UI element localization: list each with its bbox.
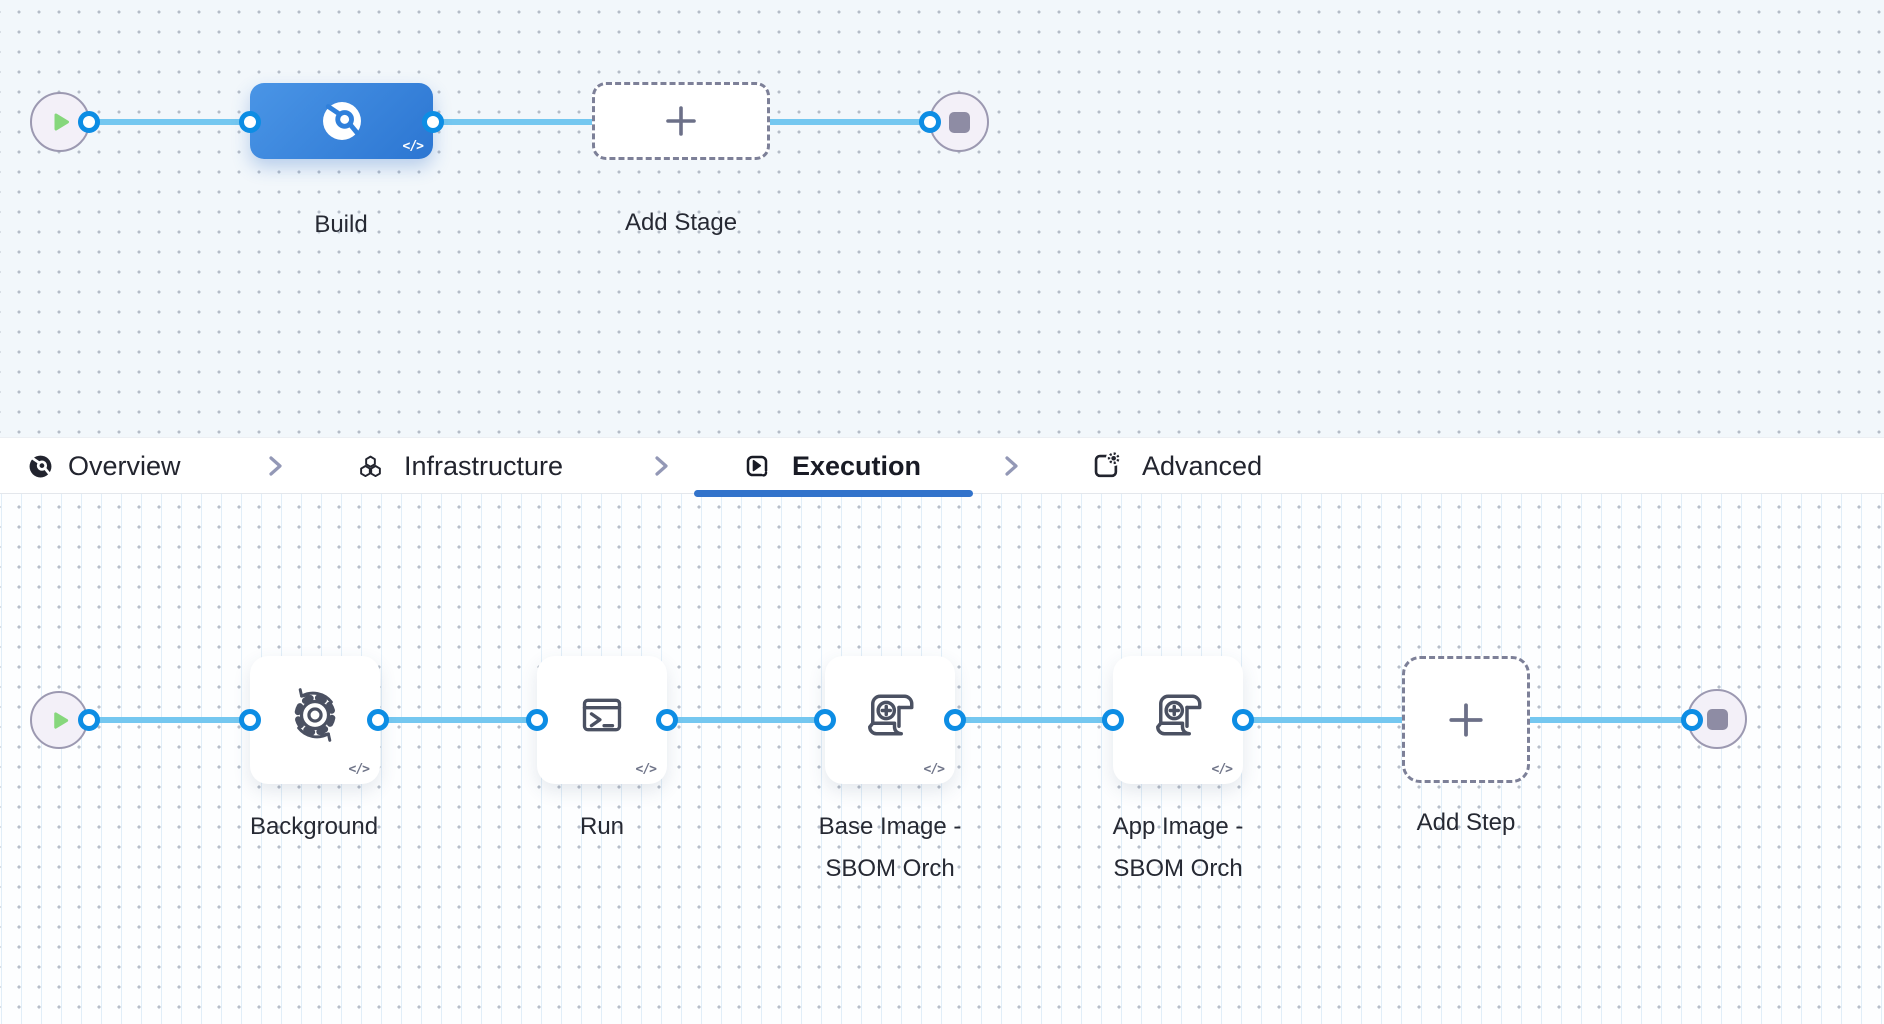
edge-seg [89, 717, 250, 723]
execution-canvas[interactable]: </> </> [0, 494, 1884, 1024]
active-tab-indicator [694, 490, 973, 497]
port-run-in[interactable] [526, 709, 548, 731]
step-node-background[interactable]: </> [250, 656, 380, 784]
tab-overview[interactable]: Overview [28, 446, 181, 486]
ci-build-icon [319, 98, 365, 144]
port-base-image-in[interactable] [814, 709, 836, 731]
tab-execution[interactable]: Execution [742, 446, 921, 486]
chevron-right-icon [998, 453, 1024, 479]
stop-icon [1706, 708, 1728, 730]
step-node-run[interactable]: </> [537, 656, 667, 784]
chevron-right-icon [262, 453, 288, 479]
advanced-gear-box-icon [1090, 450, 1123, 483]
step-label-background: Background [249, 813, 379, 840]
execution-play-box-icon [742, 451, 772, 481]
stage-start-node [30, 92, 90, 152]
port-run-out[interactable] [656, 709, 678, 731]
port-stage-start-out[interactable] [78, 111, 100, 133]
port-app-image-out[interactable] [1232, 709, 1254, 731]
tab-overview-label: Overview [68, 450, 181, 481]
overview-ci-icon [28, 454, 53, 479]
stage-end-node [929, 92, 989, 152]
edge-start-to-build [89, 119, 250, 125]
stage-node-build[interactable]: </> [250, 83, 433, 159]
port-background-out[interactable] [367, 709, 389, 731]
stage-label-add-stage: Add Stage [624, 209, 738, 236]
step-node-base-image-sbom[interactable]: </> [825, 656, 955, 784]
terminal-icon [574, 687, 630, 743]
edge-seg [955, 717, 1113, 723]
stage-label-build: Build [314, 211, 368, 238]
stage-tab-bar: Overview Infrastructure [0, 437, 1884, 497]
scroll-plus-icon [860, 685, 920, 745]
infrastructure-hexagons-icon [356, 452, 385, 481]
chevron-right-icon [648, 453, 674, 479]
stop-icon [948, 111, 970, 133]
execution-end-node [1687, 689, 1747, 749]
stage-canvas[interactable]: </> Build Add Stage [0, 0, 1884, 437]
code-icon[interactable]: </> [402, 139, 425, 154]
port-build-in[interactable] [239, 111, 261, 133]
port-stage-end-in[interactable] [919, 111, 941, 133]
play-icon [48, 110, 72, 134]
tab-infrastructure[interactable]: Infrastructure [356, 446, 563, 486]
port-exec-end-in[interactable] [1681, 709, 1703, 731]
step-node-app-image-sbom[interactable]: </> [1113, 656, 1243, 784]
code-icon[interactable]: </> [635, 762, 658, 777]
add-stage-node[interactable] [592, 82, 770, 160]
step-label-base-image-sbom: Base Image - SBOM Orch [818, 813, 962, 882]
step-label-add-step: Add Step [1416, 809, 1516, 836]
tab-infrastructure-label: Infrastructure [404, 450, 564, 481]
code-icon[interactable]: </> [923, 762, 946, 777]
port-background-in[interactable] [239, 709, 261, 731]
port-build-out[interactable] [422, 111, 444, 133]
port-exec-start-out[interactable] [78, 709, 100, 731]
plus-icon [662, 102, 700, 140]
port-app-image-in[interactable] [1102, 709, 1124, 731]
scroll-plus-icon [1148, 685, 1208, 745]
edge-seg [378, 717, 537, 723]
edge-seg [667, 717, 825, 723]
port-base-image-out[interactable] [944, 709, 966, 731]
add-step-node[interactable] [1402, 656, 1530, 783]
step-label-run: Run [579, 813, 625, 840]
tab-advanced[interactable]: Advanced [1090, 446, 1262, 486]
tab-execution-label: Execution [792, 450, 922, 481]
play-icon [48, 709, 71, 732]
tab-advanced-label: Advanced [1142, 450, 1263, 481]
code-icon[interactable]: </> [1211, 762, 1234, 777]
step-label-app-image-sbom: App Image - SBOM Orch [1112, 813, 1244, 882]
plus-icon [1446, 700, 1486, 740]
gear-sync-icon [284, 684, 346, 746]
code-icon[interactable]: </> [348, 762, 371, 777]
